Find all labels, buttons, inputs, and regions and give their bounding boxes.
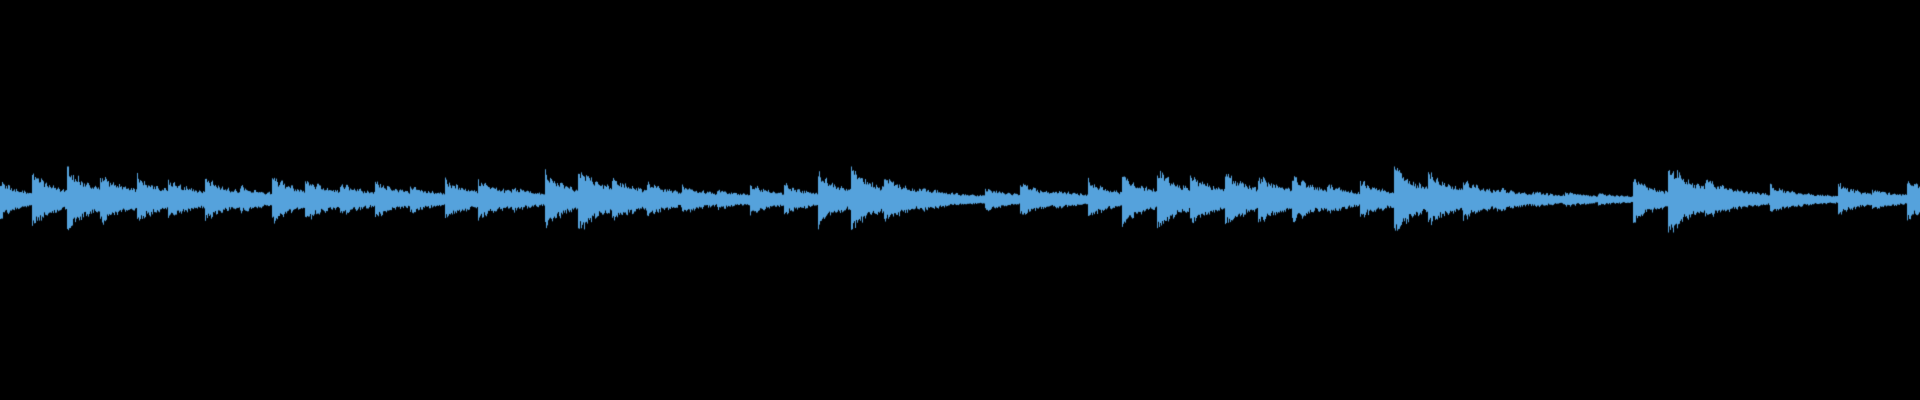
waveform-preview-stage: [0, 0, 1920, 400]
audio-waveform: [0, 0, 1920, 400]
